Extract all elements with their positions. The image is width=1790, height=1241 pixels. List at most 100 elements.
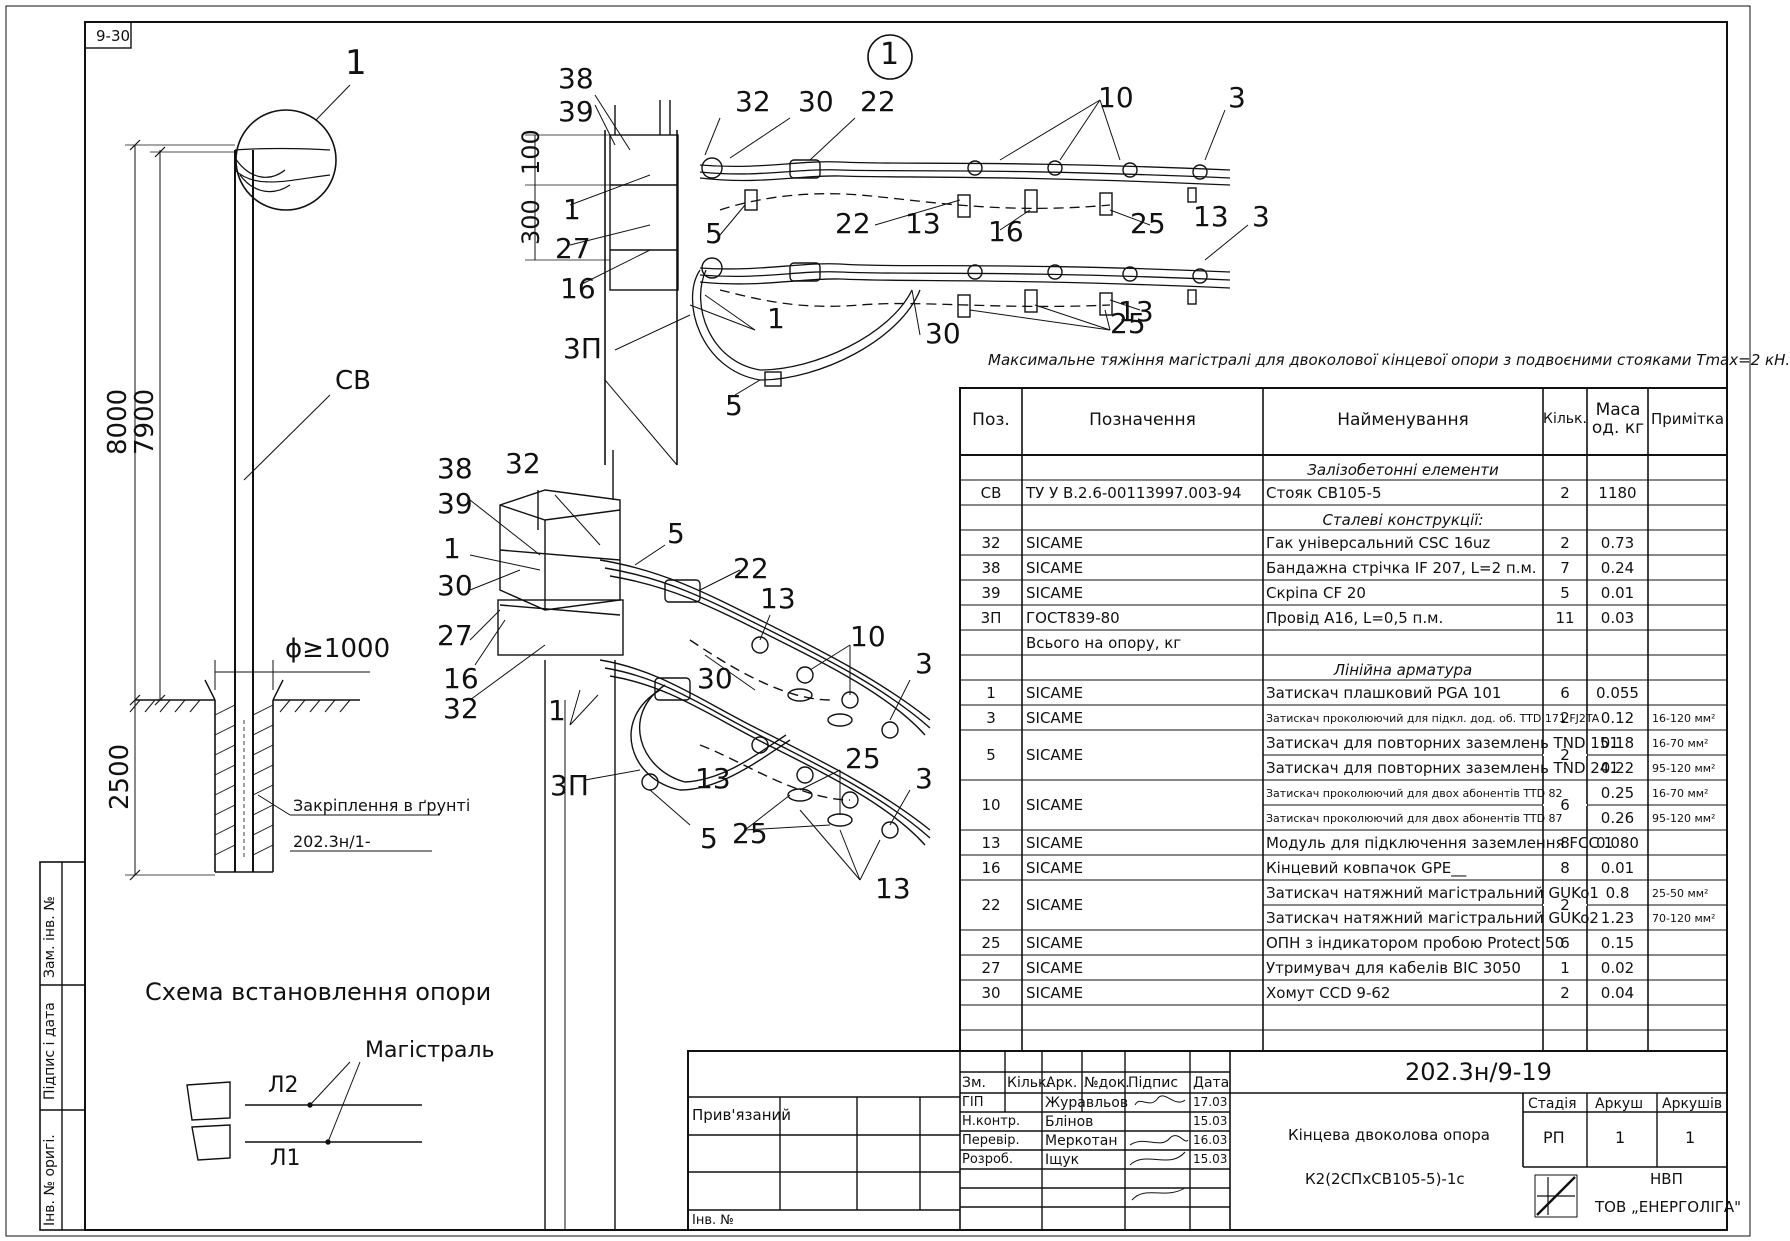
table-cell-pos: 32: [981, 534, 1001, 552]
table-cell-mass: 0.01: [1600, 584, 1635, 602]
table-cell-mass: 0.12: [1600, 709, 1635, 727]
detail-callout-label: 10: [1098, 81, 1134, 114]
detail-callout-label: 13: [1193, 200, 1229, 233]
detail-callout-label: 3: [1252, 200, 1270, 233]
scheme-l1: Л1: [270, 1146, 301, 1171]
detail-callout-label: 3: [1228, 81, 1246, 114]
dim-2500: 2500: [105, 743, 135, 810]
table-cell-code: SICAME: [1026, 684, 1084, 702]
table-cell-name: Провід А16, L=0,5 п.м.: [1266, 609, 1444, 627]
table-cell-code: SICAME: [1026, 559, 1084, 577]
table-cell-code: SICAME: [1026, 984, 1084, 1002]
soil-label-1: Закріплення в ґрунті: [293, 796, 471, 815]
stamp-col-header: Зм.: [962, 1075, 986, 1091]
table-cell-qty: 2: [1560, 709, 1570, 727]
table-cell-name: Гак універсальний CSC 16uz: [1266, 534, 1491, 552]
table-cell-mass: 0.02: [1600, 959, 1635, 977]
stamp-col-header: Кільк.: [1007, 1075, 1051, 1091]
org-line-2: ТОВ „ЕНЕРГОЛІГА": [1595, 1198, 1742, 1216]
table-cell-pos: 3П: [980, 609, 1002, 627]
iso-callout-label: 3: [915, 647, 933, 680]
dim-7900: 7900: [130, 388, 160, 455]
detail-callout-label: 13: [1118, 295, 1154, 328]
table-cell-name: Затискач для повторних заземлень TND 241: [1266, 759, 1619, 777]
table-cell-note: 25-50 мм²: [1652, 887, 1709, 900]
detail-callout-label: 32: [735, 85, 771, 118]
table-cell-name: Хомут CCD 9-62: [1266, 984, 1391, 1002]
table-cell-mass: 0.01: [1600, 859, 1635, 877]
table-section-title: Сталеві конструкції:: [1322, 511, 1484, 529]
iso-callout-label: 22: [733, 552, 769, 585]
table-cell-pos: 30: [981, 984, 1001, 1002]
max-tension-note: Максимальне тяжіння магістралі для двоко…: [988, 351, 1790, 369]
signatory-date: 15.03: [1193, 1114, 1228, 1128]
stamp-col-header: Підпис: [1128, 1075, 1179, 1091]
iso-callout-label: 13: [695, 762, 731, 795]
dim-300: 300: [517, 199, 545, 245]
col-header-name: Найменування: [1337, 410, 1469, 430]
detail-callout-label: 39: [558, 95, 594, 128]
table-cell-code: ТУ У В.2.6-00113997.003-94: [1026, 484, 1242, 502]
table-cell-pos: 1: [986, 684, 996, 702]
detail-callout-label: 1: [563, 193, 581, 226]
detail-callout-label: 16: [560, 272, 596, 305]
iso-callout-label: 32: [505, 447, 541, 480]
col-header-code: Позначення: [1089, 410, 1196, 430]
sheet-value: 1: [1615, 1128, 1626, 1147]
table-cell-qty: 8: [1560, 834, 1570, 852]
iso-callout-label: 1: [548, 694, 566, 727]
table-section-title: Залізобетонні елементи: [1307, 461, 1499, 479]
iso-callout-label: 27: [437, 619, 473, 652]
table-cell-name: Затискач для повторних заземлень TND 151: [1266, 734, 1619, 752]
table-cell-code: SICAME: [1026, 859, 1084, 877]
signatory-date: 16.03: [1193, 1133, 1228, 1147]
table-cell-qty: 2: [1560, 984, 1570, 1002]
detail-callout-label: 27: [555, 232, 591, 265]
table-cell-code: SICAME: [1026, 746, 1084, 764]
detail-callout-label: 22: [860, 85, 896, 118]
table-cell-mass: 0.73: [1600, 534, 1635, 552]
stamp-col-header: Арк.: [1046, 1075, 1078, 1091]
table-cell-name: Затискач проколюючий для двох абонентів …: [1266, 812, 1563, 825]
table-cell-qty: 2: [1560, 746, 1570, 764]
iso-callout-label: 16: [443, 662, 479, 695]
table-cell-mass: 0.04: [1600, 984, 1635, 1002]
col-header-note: Примітка: [1650, 410, 1725, 428]
signatory-name: Блінов: [1045, 1114, 1094, 1130]
sheet-header: Аркуш: [1595, 1096, 1644, 1112]
table-cell-name: ОПН з індикатором пробою Protect 50: [1266, 934, 1565, 952]
signatory-name: Меркотан: [1045, 1133, 1118, 1149]
table-cell-name: Затискач натяжний магістральний GUKo1: [1266, 884, 1599, 902]
signatory-date: 17.03: [1193, 1095, 1228, 1109]
iso-callout-label: 5: [667, 517, 685, 550]
pole-label: СВ: [335, 366, 371, 396]
sheets-value: 1: [1685, 1128, 1696, 1147]
col-header-qty: Кільк.: [1543, 411, 1587, 427]
table-cell-note: 16-70 мм²: [1652, 737, 1709, 750]
table-cell-code: SICAME: [1026, 896, 1084, 914]
table-cell-qty: 6: [1560, 796, 1570, 814]
iso-callout-label: 25: [732, 817, 768, 850]
detail-callout-label: 16: [988, 215, 1024, 248]
table-cell-code: SICAME: [1026, 796, 1084, 814]
table-cell-pos: 3: [986, 709, 996, 727]
table-cell-code: SICAME: [1026, 709, 1084, 727]
detail-callout-label: 30: [798, 85, 834, 118]
table-cell-qty: 7: [1560, 559, 1570, 577]
table-cell-pos: 5: [986, 746, 996, 764]
table-cell-qty: 5: [1560, 584, 1570, 602]
table-cell-mass: 1.23: [1600, 909, 1635, 927]
table-cell-name: Затискач проколюючий для двох абонентів …: [1266, 787, 1563, 800]
table-cell-note: 95-120 мм²: [1652, 762, 1716, 775]
table-cell-name: Кінцевий ковпачок GPE__: [1266, 859, 1467, 877]
iso-callout-label: 32: [443, 692, 479, 725]
table-cell-qty: 6: [1560, 684, 1570, 702]
iso-callout-label: 30: [697, 662, 733, 695]
detail-callout-label: 5: [725, 389, 743, 422]
iso-callout-label: 1: [443, 532, 461, 565]
table-cell-name: Затискач натяжний магістральний GUKo2: [1266, 909, 1599, 927]
detail-callout-label: 5: [705, 217, 723, 250]
table-cell-name: Утримувач для кабелів BIC 3050: [1266, 959, 1521, 977]
doc-title-2: К2(2СПхСВ105-5)-1с: [1305, 1170, 1465, 1188]
